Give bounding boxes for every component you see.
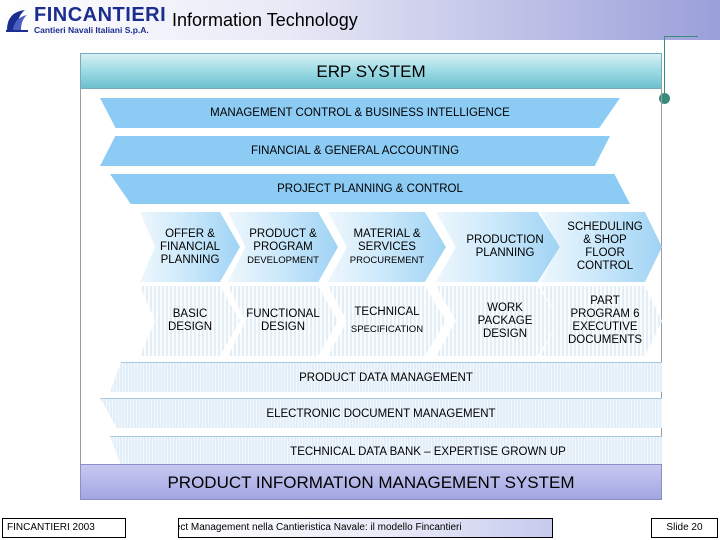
band-project-planning: PROJECT PLANNING & CONTROL xyxy=(110,174,630,204)
decor-line xyxy=(664,36,665,96)
band-electronic-document-management: ELECTRONIC DOCUMENT MANAGEMENT xyxy=(100,398,662,428)
logo-emblem-icon xyxy=(6,10,28,32)
erp-system-title: ERP SYSTEM xyxy=(316,62,426,81)
footer-presentation-title: Project Management nella Cantieristica N… xyxy=(178,518,553,538)
diagram-frame xyxy=(80,70,662,500)
pim-system-bar: PRODUCT INFORMATION MANAGEMENT SYSTEM xyxy=(80,464,662,500)
fincantieri-logo: FINCANTIERI Cantieri Navali Italiani S.p… xyxy=(4,4,166,38)
slide-header xyxy=(0,0,720,40)
band-product-data-management: PRODUCT DATA MANAGEMENT xyxy=(110,362,662,392)
page-title: Information Technology xyxy=(172,10,358,30)
decor-line xyxy=(664,36,698,37)
logo-subtitle: Cantieri Navali Italiani S.p.A. xyxy=(34,25,149,35)
decor-dot xyxy=(659,93,670,104)
pim-system-title: PRODUCT INFORMATION MANAGEMENT SYSTEM xyxy=(167,473,575,492)
band-technical-data-bank: TECHNICAL DATA BANK – EXPERTISE GROWN UP xyxy=(110,436,662,466)
band-financial-accounting: FINANCIAL & GENERAL ACCOUNTING xyxy=(100,136,610,166)
footer-slide-number: Slide 20 xyxy=(651,518,718,538)
erp-system-bar: ERP SYSTEM xyxy=(80,53,662,89)
band-management-control: MANAGEMENT CONTROL & BUSINESS INTELLIGEN… xyxy=(100,98,620,128)
footer-company: FINCANTIERI 2003 xyxy=(2,518,126,538)
logo-wordmark: FINCANTIERI xyxy=(34,4,167,26)
